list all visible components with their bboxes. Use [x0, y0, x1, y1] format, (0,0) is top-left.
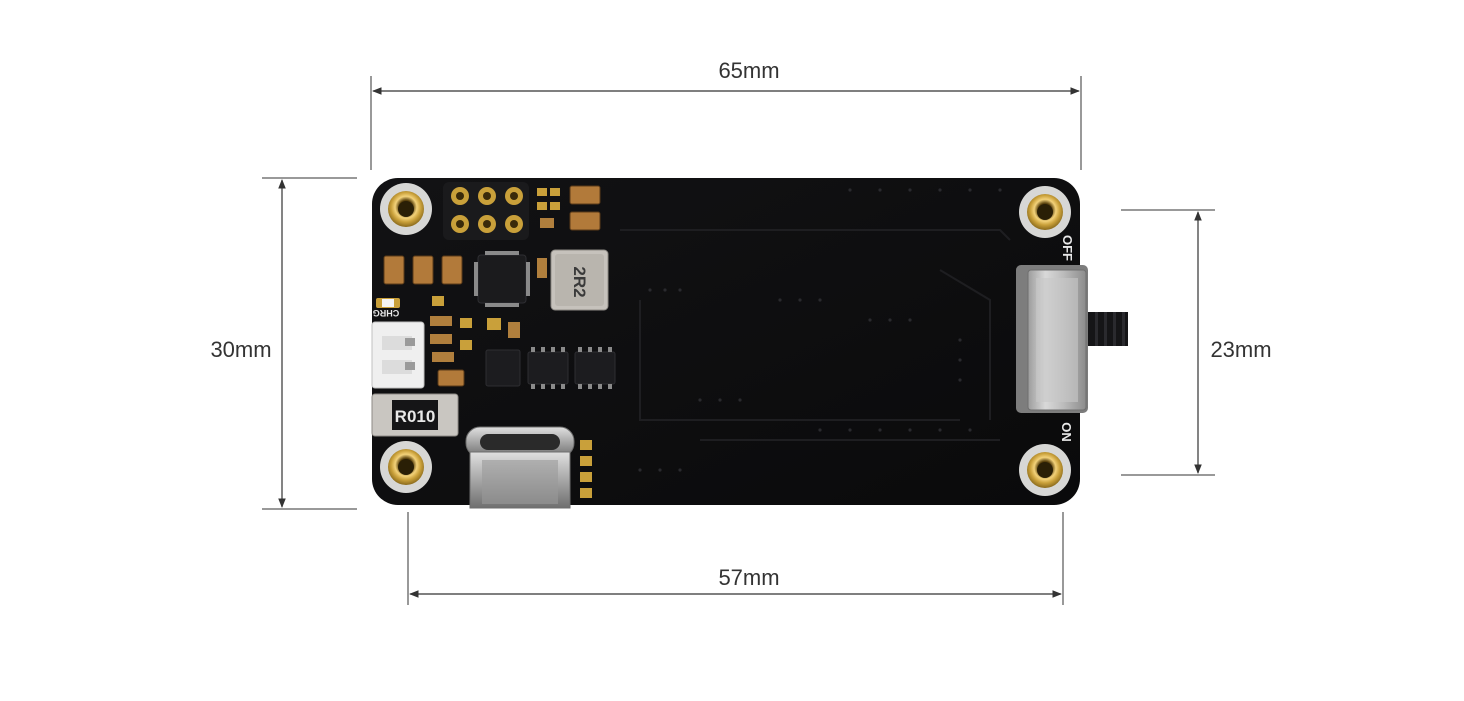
mounting-hole-top-right — [1019, 186, 1071, 238]
pcb-board: 2R2 — [371, 178, 1128, 509]
mounting-hole-bottom-left — [380, 441, 432, 493]
overall-height-label: 30mm — [210, 337, 271, 362]
capacitors-left — [383, 255, 472, 387]
mounting-hole-top-left — [380, 183, 432, 235]
dimension-overall-width: 65mm — [370, 58, 1082, 170]
shunt-resistor: R010 — [371, 393, 459, 437]
usb-c-port — [465, 426, 575, 509]
hole-spacing-width-label: 57mm — [718, 565, 779, 590]
battery-connector — [371, 321, 425, 389]
resistor-marking: R010 — [395, 407, 436, 426]
switch-off-label: OFF — [1060, 235, 1075, 261]
inductor-marking: 2R2 — [570, 266, 589, 297]
ic-chip-qfn — [474, 251, 530, 307]
pcb-vias — [638, 188, 1002, 472]
dimension-hole-spacing-height: 23mm — [1121, 209, 1272, 476]
switch-on-label: ON — [1059, 422, 1074, 442]
header-pads — [443, 182, 529, 240]
inductor-2r2: 2R2 — [550, 249, 609, 311]
pcb-traces — [620, 229, 1011, 441]
ic-chips-middle — [485, 318, 616, 389]
smd-components-top — [537, 185, 601, 231]
mounting-hole-bottom-right — [1019, 444, 1071, 496]
charge-led-label: CHRG — [373, 308, 400, 318]
hole-spacing-height-label: 23mm — [1210, 337, 1271, 362]
slide-switch — [1016, 265, 1128, 413]
resistor-small — [537, 258, 547, 278]
overall-width-label: 65mm — [718, 58, 779, 83]
charge-led — [376, 298, 400, 308]
dimension-overall-height: 30mm — [210, 177, 357, 510]
dimension-hole-spacing-width: 57mm — [407, 512, 1064, 605]
smd-components-usb-side — [580, 440, 592, 498]
